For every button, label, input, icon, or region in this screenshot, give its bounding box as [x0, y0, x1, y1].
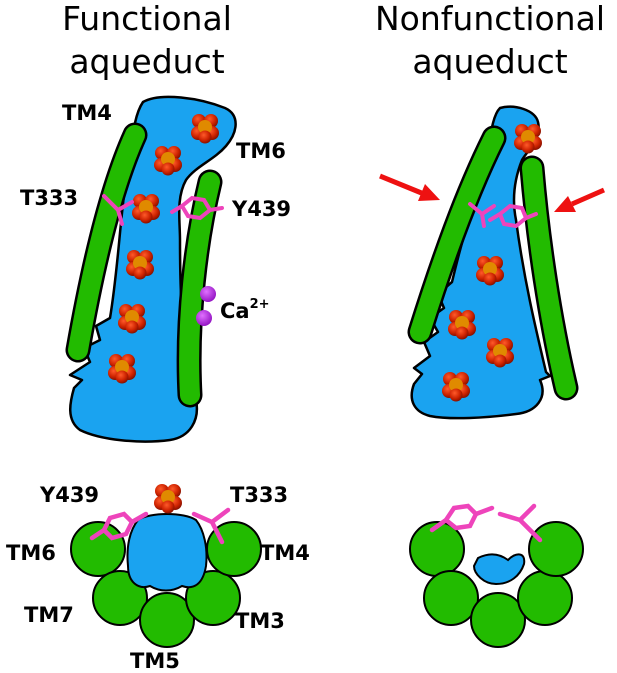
- nonfunctional-lipid-2: [476, 256, 504, 286]
- calcium-label: Ca2+: [220, 297, 270, 323]
- functional-top-lipid: [154, 484, 182, 514]
- functional-title-line1: Functional: [62, 0, 232, 38]
- nonfunctional-top-helix-2: [423, 570, 479, 626]
- nonfunctional-lipid-1: [514, 124, 542, 154]
- top-y439-residue: [89, 511, 149, 541]
- arrow-right-icon: [554, 187, 606, 212]
- nonfunctional-top-view: [409, 503, 584, 648]
- arrow-left-icon: [379, 173, 440, 201]
- functional-lipid-3: [132, 194, 160, 224]
- functional-lipid-1: [191, 114, 219, 144]
- top-helix-tm6: [70, 521, 126, 577]
- functional-t333-label: T333: [20, 186, 78, 210]
- nonfunctional-title-line2: aqueduct: [412, 42, 567, 81]
- functional-side-view: TM4 TM6 T333 Y439 Ca2+: [20, 95, 291, 443]
- functional-tm4-label: TM4: [62, 101, 112, 125]
- top-tm6-label: TM6: [6, 541, 56, 565]
- top-helix-tm5: [139, 592, 195, 648]
- nonfunctional-top-pore: [472, 553, 526, 586]
- functional-tm6-label: TM6: [236, 139, 286, 163]
- top-tm7-label: TM7: [24, 603, 74, 627]
- nonfunctional-side-view: [379, 105, 606, 420]
- functional-y439-residue: [170, 195, 224, 221]
- functional-top-view: Y439 T333 TM6 TM4 TM7 TM3 TM5: [6, 483, 310, 673]
- top-tm4-label: TM4: [260, 541, 310, 565]
- functional-calcium-ion-2: [196, 310, 212, 326]
- functional-lipid-5: [118, 304, 146, 334]
- nonfunctional-y439-residue: [488, 203, 538, 229]
- top-helix-tm3: [185, 570, 241, 626]
- functional-lipid-6: [108, 354, 136, 384]
- functional-calcium-ion-1: [200, 286, 216, 302]
- top-tm3-label: TM3: [235, 609, 285, 633]
- top-tm5-label: TM5: [130, 649, 180, 673]
- nonfunctional-lipid-4: [486, 338, 514, 368]
- nonfunctional-top-helix-5: [528, 521, 584, 577]
- nonfunctional-t333-residue: [468, 202, 496, 228]
- nonfunctional-top-helix-4: [517, 570, 573, 626]
- nonfunctional-top-y439-residue: [429, 503, 495, 533]
- nonfunctional-title-line1: Nonfunctional: [375, 0, 605, 38]
- functional-lipid-2: [154, 146, 182, 176]
- functional-title-line2: aqueduct: [69, 42, 224, 81]
- nonfunctional-top-t333-residue: [497, 503, 543, 543]
- top-t333-residue: [191, 507, 231, 545]
- nonfunctional-lipid-3: [448, 310, 476, 340]
- top-t333-label: T333: [230, 483, 288, 507]
- functional-top-pore: [126, 513, 208, 592]
- nonfunctional-top-helix-3: [470, 592, 526, 648]
- functional-t333-residue: [102, 194, 134, 226]
- top-helix-tm7: [92, 570, 148, 626]
- functional-y439-label: Y439: [231, 197, 291, 221]
- top-y439-label: Y439: [39, 483, 99, 507]
- nonfunctional-lipid-5: [442, 372, 470, 402]
- functional-lipid-4: [126, 250, 154, 280]
